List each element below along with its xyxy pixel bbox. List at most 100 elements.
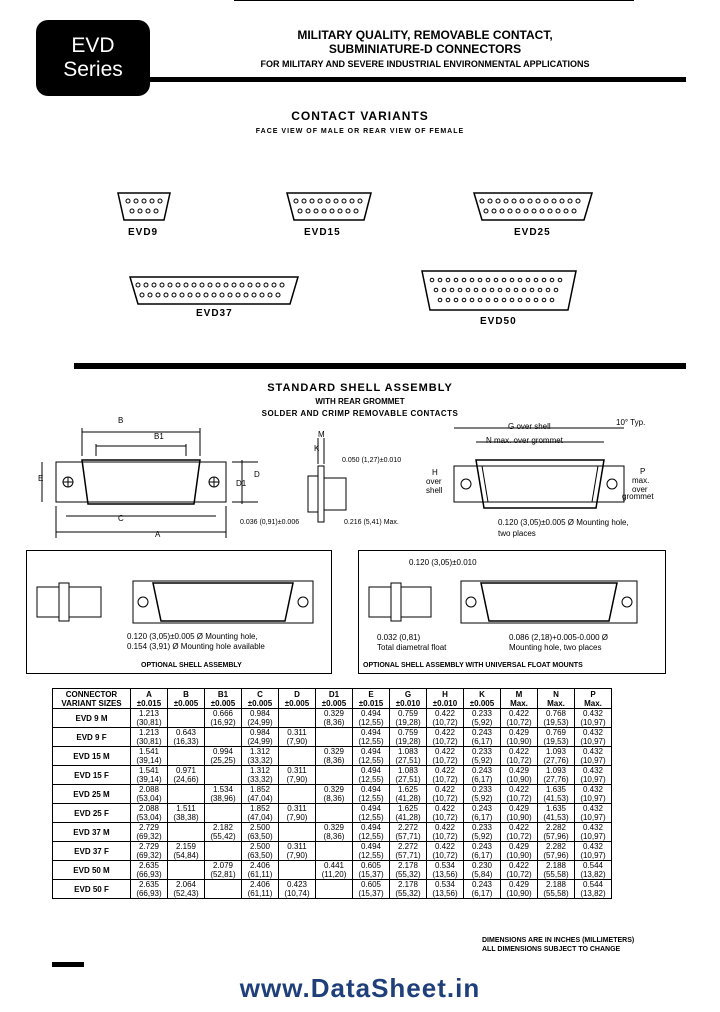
table-cell: 0.494(12,55) <box>352 746 390 766</box>
table-cell: 0.422(10,72) <box>500 746 538 766</box>
column-tolerance: Max. <box>510 698 528 708</box>
cell-inches: 0.422 <box>508 823 530 832</box>
cell-mm: (10,72) <box>506 870 532 879</box>
cell-inches: 0.422 <box>434 766 456 775</box>
cell-inches: 0.769 <box>545 728 567 737</box>
table-cell: 1.635(41,53) <box>537 784 575 804</box>
table-cell: 0.429(10,90) <box>500 727 538 747</box>
table-cell: 0.984(24,99) <box>241 708 279 728</box>
cell-inches: 0.494 <box>360 804 382 813</box>
cell-mm: (12,55) <box>358 851 384 860</box>
cell-mm: (7,90) <box>286 813 308 822</box>
cell-inches: 2.282 <box>545 823 567 832</box>
cell-inches: 0.329 <box>323 823 345 832</box>
column-tolerance: ±0.005 <box>469 698 495 708</box>
cell-inches: 0.422 <box>434 842 456 851</box>
cell-inches: 0.230 <box>471 861 493 870</box>
table-cell: 0.666(16,92) <box>204 708 242 728</box>
cell-mm: (6,17) <box>471 851 493 860</box>
evd15-label: EVD15 <box>304 227 341 238</box>
cell-mm: (25,25) <box>210 756 236 765</box>
cell-inches: 2.272 <box>397 823 419 832</box>
table-cell: 0.432(10,97) <box>574 803 612 823</box>
cell-mm: (10,72) <box>506 756 532 765</box>
cell-inches: 0.429 <box>508 842 530 851</box>
cell-inches: 0.432 <box>582 785 604 794</box>
column-header: B1±0.005 <box>204 688 242 709</box>
cell-inches: 0.494 <box>360 728 382 737</box>
cell-mm: (63,50) <box>247 832 273 841</box>
table-cell <box>315 727 353 747</box>
cell-mm: (6,17) <box>471 813 493 822</box>
column-letter: C <box>257 689 263 699</box>
cell-inches: 0.494 <box>360 747 382 756</box>
cell-mm: (41,28) <box>395 794 421 803</box>
cell-inches: 0.422 <box>434 747 456 756</box>
row-variant-name: EVD 9 F <box>52 727 131 747</box>
dim-K: K <box>314 444 320 453</box>
evd9-connector-drawing <box>117 192 171 221</box>
cell-inches: 2.182 <box>212 823 234 832</box>
row-variant-name: EVD 25 F <box>52 803 131 823</box>
footnote-line2: ALL DIMENSIONS SUBJECT TO CHANGE <box>482 946 621 953</box>
cell-inches: 2.064 <box>175 880 197 889</box>
cell-mm: (69,32) <box>136 851 162 860</box>
table-cell: 0.432(10,97) <box>574 746 612 766</box>
table-cell: 1.541(39,14) <box>130 765 168 785</box>
table-cell: 2.178(55,32) <box>389 860 427 880</box>
cell-mm: (12,55) <box>358 775 384 784</box>
cell-inches: 1.312 <box>249 766 271 775</box>
dim-10deg: 10° Typ. <box>616 418 646 427</box>
cell-mm: (11,20) <box>321 870 347 879</box>
cell-inches: 2.406 <box>249 880 271 889</box>
dim-H-shell: shell <box>426 486 443 495</box>
float-note1: 0.032 (0,81) <box>377 633 421 642</box>
cell-mm: (10,72) <box>506 794 532 803</box>
table-cell: 1.852(47,04) <box>241 803 279 823</box>
cell-mm: (6,17) <box>471 737 493 746</box>
column-header: D±0.005 <box>278 688 316 709</box>
table-cell: 0.432(10,97) <box>574 727 612 747</box>
table-cell: 2.729(69,32) <box>130 841 168 861</box>
float-caption: OPTIONAL SHELL ASSEMBLY WITH UNIVERSAL F… <box>363 662 583 669</box>
cell-mm: (12,55) <box>358 794 384 803</box>
table-cell: 0.544(13,82) <box>574 879 612 899</box>
table-cell: 1.635(41,53) <box>537 803 575 823</box>
cell-mm: (69,32) <box>136 832 162 841</box>
cell-mm: (10,97) <box>580 794 606 803</box>
table-cell: 0.494(12,55) <box>352 784 390 804</box>
cell-mm: (57,71) <box>395 832 421 841</box>
cell-mm: (10,72) <box>432 813 458 822</box>
cell-mm: (10,97) <box>580 851 606 860</box>
table-cell: 0.534(13,56) <box>426 879 464 899</box>
cell-inches: 1.312 <box>249 747 271 756</box>
table-cell: 0.605(15,37) <box>352 879 390 899</box>
cell-mm: (41,28) <box>395 813 421 822</box>
cell-inches: 2.500 <box>249 823 271 832</box>
cell-mm: (7,90) <box>286 737 308 746</box>
table-cell <box>204 841 242 861</box>
watermark: www.DataSheet.in <box>239 973 481 1003</box>
float-note2: Total diametral float <box>377 643 447 652</box>
section-rule <box>74 363 686 369</box>
column-tolerance: ±0.005 <box>321 698 347 708</box>
column-letter: K <box>479 689 485 699</box>
column-header: C±0.005 <box>241 688 279 709</box>
cell-mm: (55,58) <box>543 889 569 898</box>
cell-inches: 0.311 <box>287 728 307 737</box>
cell-mm: (6,17) <box>471 889 493 898</box>
cell-mm: (24,99) <box>247 737 273 746</box>
cell-mm: (10,90) <box>506 889 532 898</box>
cell-mm: (47,04) <box>247 813 273 822</box>
evd25-label: EVD25 <box>514 227 551 238</box>
table-cell: 0.329(8,36) <box>315 708 353 728</box>
cell-mm: (10,72) <box>432 794 458 803</box>
row-variant-name: EVD 50 F <box>52 879 131 899</box>
cell-inches: 0.984 <box>249 709 271 718</box>
table-cell: 0.494(12,55) <box>352 803 390 823</box>
table-cell <box>278 746 316 766</box>
table-cell: 0.429(10,90) <box>500 879 538 899</box>
cell-mm: (10,72) <box>432 737 458 746</box>
top-rule <box>234 0 634 1</box>
